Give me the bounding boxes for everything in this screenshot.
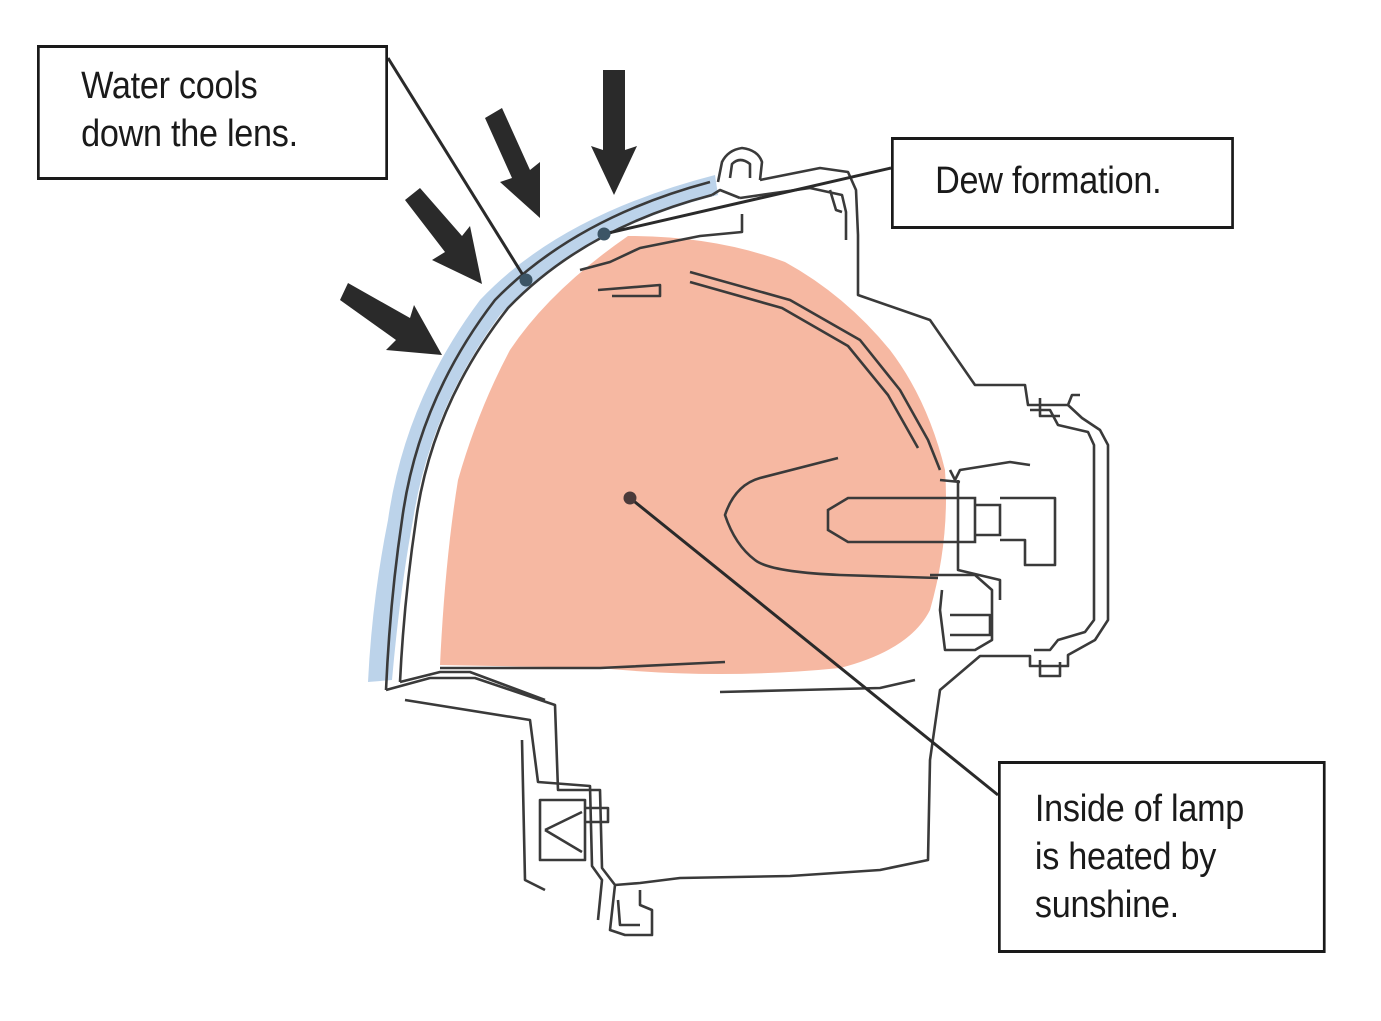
- callout-inside-line-3: sunshine.: [1034, 884, 1179, 926]
- callout-inside-line-1: Inside of lamp: [1034, 788, 1245, 830]
- leader-dot-dew: [597, 227, 611, 241]
- callout-water-line-2: down the lens.: [81, 113, 298, 155]
- leader-lines: [386, 57, 999, 797]
- leader-dot-water: [519, 273, 533, 287]
- leader-water: [386, 57, 528, 281]
- lamp-bulb-icon: [723, 456, 1002, 580]
- callout-dew-formation: Dew formation.: [891, 137, 1234, 229]
- housing-outline: [385, 146, 1110, 937]
- callout-water-cools-lens: Water cools down the lens.: [37, 45, 388, 180]
- callout-inside-line-2: is heated by: [1034, 836, 1217, 878]
- callout-inside-heated: Inside of lamp is heated by sunshine.: [998, 761, 1326, 953]
- leader-inside: [629, 496, 999, 797]
- heated-interior-region: [440, 236, 946, 674]
- callout-dew-line-1: Dew formation.: [935, 160, 1162, 202]
- leader-dot-inside: [623, 491, 637, 505]
- leader-dew: [603, 166, 892, 236]
- callout-water-line-1: Water cools: [81, 65, 258, 107]
- sunshine-arrow-icon: [340, 70, 637, 355]
